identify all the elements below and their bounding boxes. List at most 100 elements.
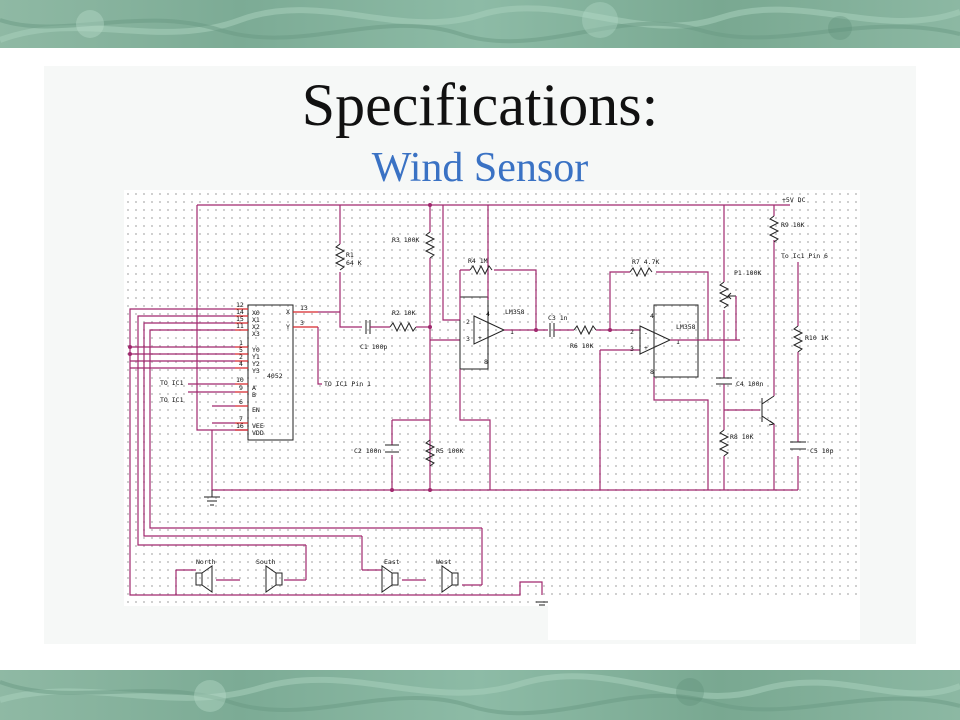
svg-text:3: 3 [300,319,304,327]
speaker-feed-wires [175,528,483,595]
speaker-link-wires [176,569,482,586]
svg-text:Y: Y [286,323,290,331]
svg-text:+: + [478,334,482,342]
svg-text:VEE: VEE [252,422,264,430]
svg-text:C2 100n: C2 100n [354,447,381,455]
fractal-pattern-top [0,2,960,44]
speaker-south: South [256,558,283,593]
r3-resistor [424,231,436,259]
opamp1-name: LM358 [505,308,525,316]
mux-y-wire [317,327,322,385]
c3-capacitor [549,323,555,337]
svg-text:West: West [436,558,452,566]
opamp1-inv-feed [442,205,460,321]
svg-text:X: X [286,308,290,316]
svg-text:EN: EN [252,406,260,414]
r10-resistor [792,325,804,353]
svg-text:4: 4 [486,310,490,318]
north-bus-wire [129,308,235,596]
svg-text:VDD: VDD [252,429,264,437]
svg-text:3: 3 [466,335,470,343]
speaker-east: East [381,558,400,593]
r2-resistor [389,321,417,333]
west-bus-wire [149,329,482,529]
svg-text:11: 11 [236,322,244,330]
svg-text:R10 1K: R10 1K [805,334,829,342]
svg-text:8: 8 [650,368,654,376]
r6-resistor [573,324,597,336]
svg-text:R5 100K: R5 100K [436,447,463,455]
svg-text:R1: R1 [346,251,354,259]
y-bus-wires [130,346,235,369]
svg-text:C3 1n: C3 1n [548,314,568,322]
c4-capacitor [716,377,732,385]
r4-wires [460,269,537,330]
r5-resistor [424,439,436,467]
south-bus-wire [137,315,306,546]
opamp2-ground-wire [653,377,709,490]
r7-wires [609,271,709,340]
p1-wiper [727,292,736,300]
speaker-west: West [436,558,459,593]
svg-text:2: 2 [466,318,470,326]
svg-text:12: 12 [236,301,244,309]
svg-text:16: 16 [236,422,244,430]
svg-text:4: 4 [239,360,243,368]
svg-text:X3: X3 [252,330,260,338]
r1-wires [339,205,362,328]
svg-text:-: - [478,319,482,327]
svg-text:9: 9 [239,384,243,392]
svg-text:4: 4 [650,312,654,320]
to-ic1-b-label: TO IC1 [160,396,184,404]
svg-text:C1 100p: C1 100p [360,343,387,351]
ground-symbol-2 [536,601,548,606]
to-ic1-pin6-label: To Ic1 Pin 6 [781,252,828,260]
p1-potentiometer [718,281,730,309]
to-ic1-pin1-label: TO IC1 Pin 1 [324,380,371,388]
svg-text:10: 10 [236,376,244,384]
svg-text:1: 1 [510,328,514,336]
decorative-bottom-band [0,670,960,720]
r4-resistor [469,264,493,276]
svg-text:7: 7 [239,415,243,423]
r8-resistor [718,429,730,457]
svg-text:Y1: Y1 [252,353,260,361]
svg-text:1: 1 [239,339,243,347]
svg-text:A: A [252,384,256,392]
svg-text:Y0: Y0 [252,346,260,354]
to-ic1-a-label: TO IC1 [160,379,184,387]
c1-capacitor [365,320,371,334]
svg-text:13: 13 [300,304,308,312]
svg-text:R8 10K: R8 10K [730,433,754,441]
svg-text:X2: X2 [252,323,260,331]
fractal-pattern-bottom [0,673,960,716]
svg-text:R2 10K: R2 10K [392,309,416,317]
svg-text:C4 100n: C4 100n [736,380,763,388]
c2-wires [391,419,430,490]
mux-4052-chip [247,304,294,441]
svg-text:8: 8 [484,358,488,366]
svg-text:1: 1 [676,338,680,346]
svg-text:-: - [644,329,648,337]
svg-text:C5 10p: C5 10p [810,447,834,455]
slide-title: Specifications: [301,72,659,138]
svg-text:South: South [256,558,276,566]
c5-capacitor [790,441,806,450]
east-bus-wire [143,322,362,537]
opamp2-package [653,304,699,378]
svg-text:64 K: 64 K [346,259,362,267]
svg-text:5: 5 [239,346,243,354]
svg-text:R3 100K: R3 100K [392,236,419,244]
r7-resistor [629,266,653,278]
svg-text:R4 1M: R4 1M [468,257,488,265]
svg-text:14: 14 [236,308,244,316]
slide-subtitle: Wind Sensor [371,145,589,191]
speaker-north: North [195,558,216,593]
svg-text:North: North [196,558,216,566]
mux-right-pins: 13X 3Y [286,304,318,331]
schematic-blank-corner [548,598,860,640]
ground-rail [211,430,798,491]
